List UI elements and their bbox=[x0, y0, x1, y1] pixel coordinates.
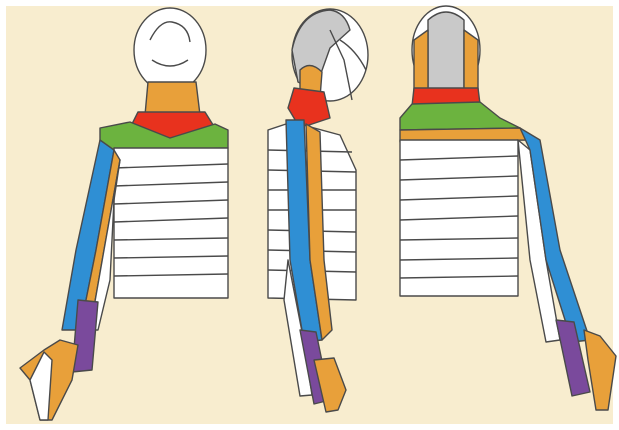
back-head-orange-right bbox=[464, 30, 478, 92]
back-head-gray bbox=[428, 12, 464, 90]
front-head bbox=[134, 8, 206, 92]
front-neck-orange bbox=[145, 82, 200, 115]
back-head-orange-left bbox=[414, 30, 428, 92]
